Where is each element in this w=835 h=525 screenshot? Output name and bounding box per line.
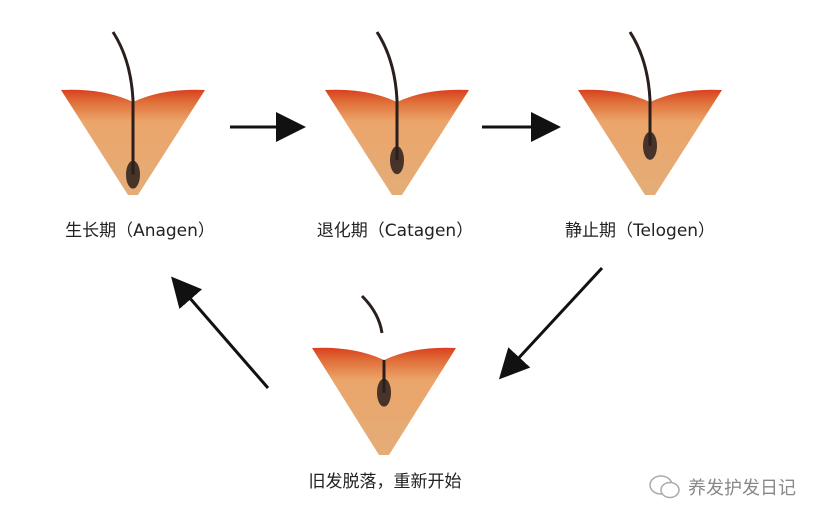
- follicle-anagen: [61, 31, 205, 195]
- stage-label-catagen: 退化期（Catagen）: [316, 221, 474, 241]
- watermark: 养发护发日记: [648, 474, 796, 500]
- follicle-telogen: [578, 31, 722, 195]
- stage-label-telogen: 静止期（Telogen）: [564, 221, 716, 241]
- stage-label-anagen: 生长期（Anagen）: [65, 221, 215, 241]
- follicle-catagen: [325, 31, 469, 195]
- follicle-shedding: [312, 294, 456, 455]
- stage-label-shedding: 旧发脱落，重新开始: [308, 472, 462, 492]
- wechat-icon: [649, 475, 680, 499]
- watermark-text: 养发护发日记: [688, 478, 796, 499]
- arrow-telogen-to-shedding: [498, 266, 604, 380]
- arrow-shedding-to-anagen: [171, 276, 270, 389]
